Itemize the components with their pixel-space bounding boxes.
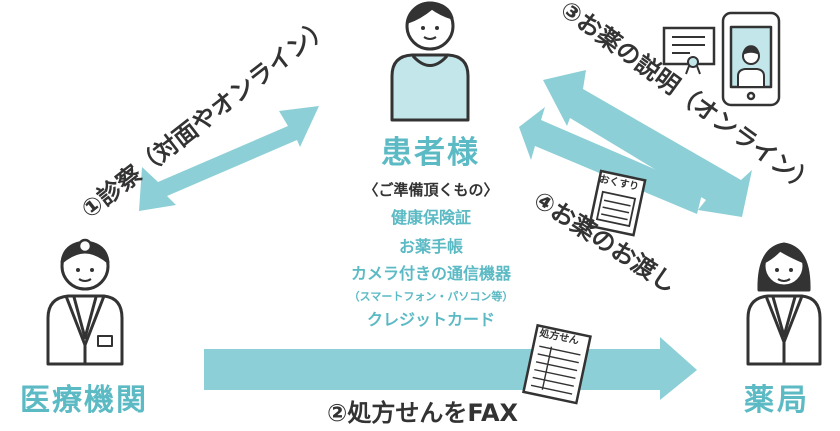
item-credit-card: クレジットカード — [366, 310, 495, 329]
pharmacy-label: 薬局 — [744, 383, 810, 418]
arrow-step1 — [139, 106, 319, 211]
doctor-figure — [46, 238, 124, 366]
item-medicine-notebook: お薬手帳 — [398, 237, 463, 256]
clinic-label: 医療機関 — [20, 383, 148, 418]
item-device-examples: （スマートフォン・パソコン等） — [348, 290, 514, 303]
item-insurance-card: 健康保険証 — [390, 208, 471, 227]
arrow-step3 — [543, 70, 752, 217]
prescription-icon — [522, 323, 592, 405]
arrow-step2 — [204, 337, 697, 400]
smartphone-icon — [721, 11, 781, 107]
arrow-step4 — [519, 107, 703, 214]
document-icon — [662, 26, 716, 75]
items-heading: 〈ご準備頂くもの〉 — [363, 181, 499, 199]
step2-label: ②処方せんをFAX — [327, 399, 519, 427]
item-camera-device: カメラ付きの通信機器 — [350, 264, 511, 283]
patient-label: 患者様 — [381, 135, 480, 171]
medicine-bag-icon — [587, 169, 647, 237]
pharmacist-figure — [746, 242, 822, 366]
patient-figure — [390, 1, 470, 122]
